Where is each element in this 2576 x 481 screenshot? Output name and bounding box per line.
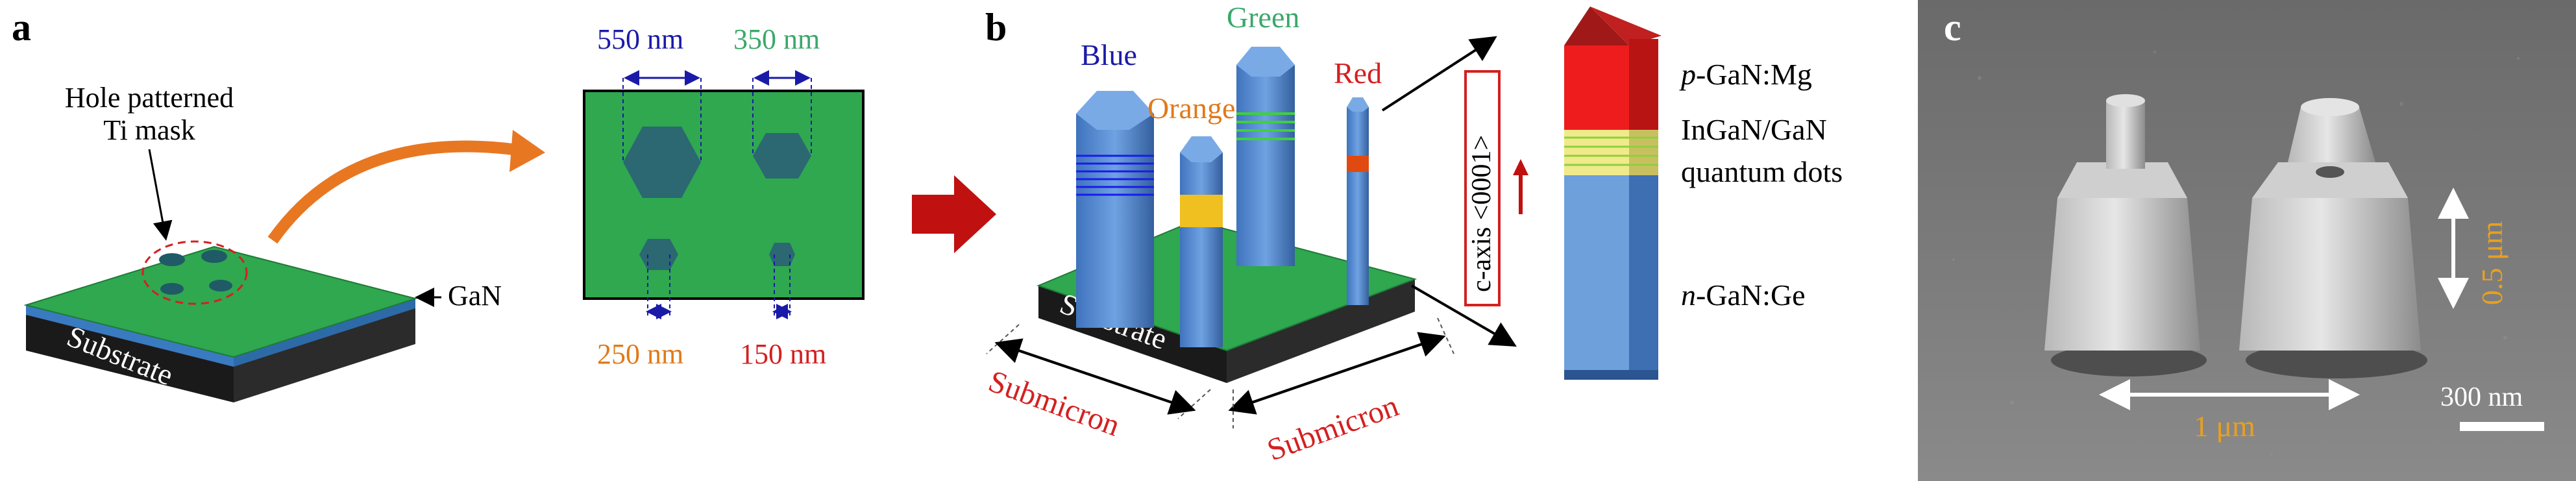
label-blue: Blue: [1081, 38, 1137, 71]
c-axis-arrow-head: [1513, 159, 1528, 175]
panel-c: c 0.5 μm 1 μm 300 nm: [1918, 0, 2576, 481]
label-red: Red: [1334, 56, 1382, 90]
zoom-box: [583, 90, 865, 300]
sem-pillar-small: [2044, 94, 2207, 376]
gan-label-a: GaN: [448, 280, 502, 312]
label-green: Green: [1227, 1, 1299, 34]
mask-holes: [141, 240, 248, 305]
horizontal-dim-label: 1 μm: [2194, 410, 2255, 443]
nanowire-green: [1236, 47, 1295, 266]
panel-a: a Substrate Hole patterned Ti mask GaN: [12, 6, 865, 402]
submicron-left-label: Submicron: [984, 364, 1124, 443]
panel-a-label: a: [12, 6, 31, 49]
vertical-dim-label: 0.5 μm: [2475, 221, 2509, 305]
hexagon-350: [753, 133, 811, 179]
mask-label-line2: Ti mask: [103, 114, 195, 146]
c-axis-label: c-axis <0001>: [1467, 135, 1497, 292]
dimension-arrows: [624, 70, 811, 319]
hexagon-250: [639, 239, 678, 270]
scale-bar: [2460, 422, 2544, 431]
panel-c-label: c: [1944, 6, 1961, 49]
sem-pillar-large: [2239, 98, 2427, 378]
nanowire-red: [1347, 97, 1369, 305]
ingan-label: InGaN/GaN: [1681, 113, 1827, 146]
sem-texture: [1952, 51, 2520, 456]
dim-150-label: 150 nm: [740, 338, 826, 370]
mask-label-line1: Hole patterned: [65, 82, 234, 114]
hexagon-550: [623, 127, 701, 198]
transition-arrow: [912, 175, 996, 253]
zoom-arrow: [267, 140, 514, 244]
dim-550-label: 550 nm: [597, 23, 683, 55]
quantum-dots-label: quantum dots: [1681, 155, 1843, 188]
submicron-right-label: Submicron: [1263, 388, 1403, 467]
panel-b-label: b: [985, 6, 1007, 49]
dim-350-label: 350 nm: [733, 23, 820, 55]
scale-bar-label: 300 nm: [2440, 382, 2523, 412]
zoom-pointer-bottom: [1410, 284, 1517, 347]
mask-pointer-arrow: [148, 149, 173, 241]
enlarged-nanowire: [1564, 6, 1662, 380]
substrate-block-a: [23, 245, 418, 402]
hexagon-150: [769, 243, 795, 266]
dim-250-label: 250 nm: [597, 338, 683, 370]
zoom-arrow-head: [509, 130, 545, 172]
n-gan-label: n-GaN:Ge: [1681, 278, 1806, 312]
nanowire-orange: [1180, 136, 1223, 347]
panel-b: b Substrate: [984, 1, 1843, 467]
label-orange: Orange: [1147, 92, 1235, 125]
c-axis-box: [1464, 70, 1501, 306]
nanowire-blue: [1076, 91, 1154, 328]
submicron-dims: [986, 317, 1454, 428]
zoom-pointer-top: [1381, 36, 1497, 112]
p-gan-label: p-GaN:Mg: [1679, 58, 1812, 91]
